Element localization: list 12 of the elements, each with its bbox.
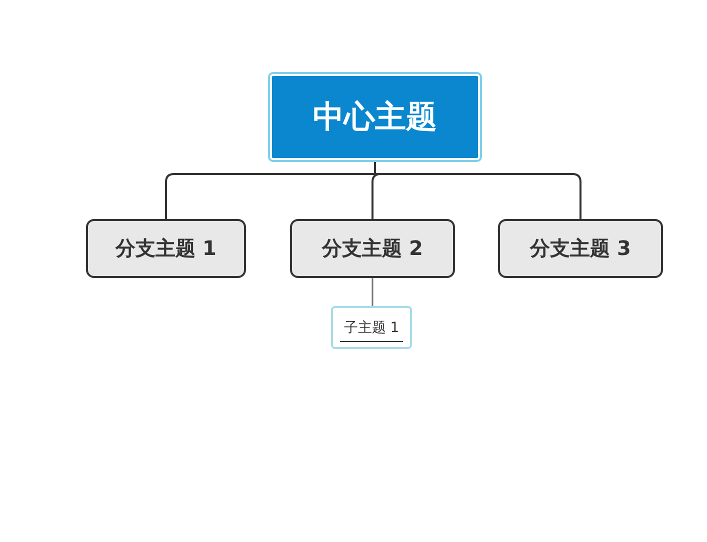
topic-text: 中心主题 <box>313 98 437 137</box>
branch-topic-box <box>498 219 663 278</box>
topic-text: 分支主题 3 <box>530 235 631 262</box>
connector-line <box>374 160 582 219</box>
connector-line <box>372 278 374 306</box>
topic-text: 子主题 1 <box>340 319 404 342</box>
central-topic-box <box>270 74 480 160</box>
topic-text: 分支主题 1 <box>116 235 216 262</box>
branch-topic-box <box>290 219 455 278</box>
subtopic-box <box>331 306 412 349</box>
branch-topic-box <box>86 219 246 278</box>
topic-text: 分支主题 2 <box>322 235 423 262</box>
